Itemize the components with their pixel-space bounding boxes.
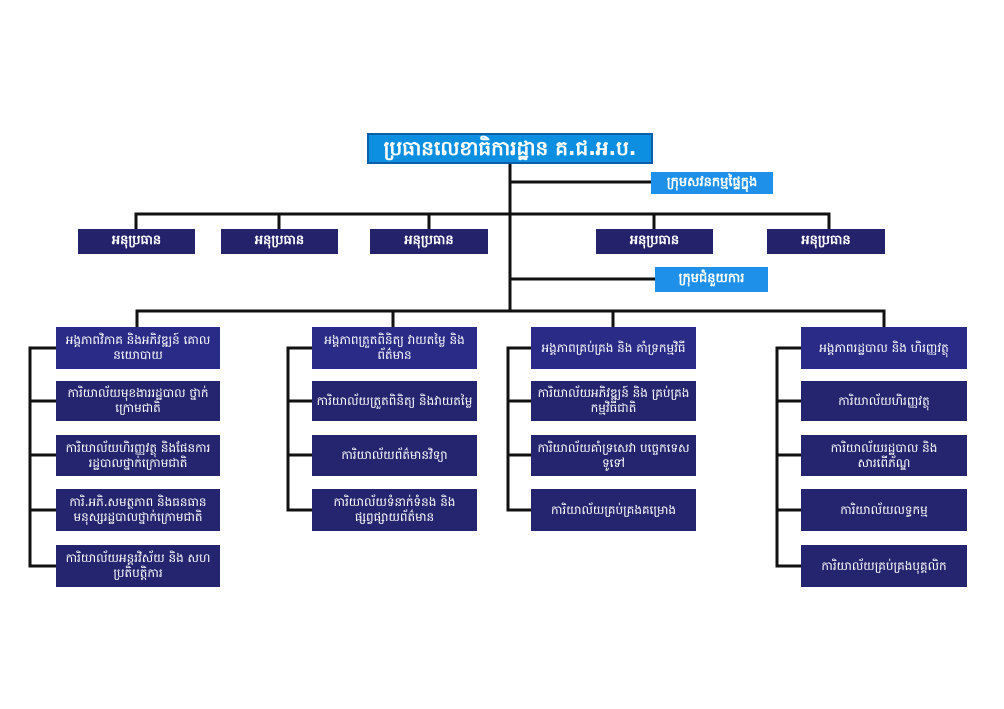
office-box: ការិយាល័យហិរញ្ញវត្ថុ និងផែនការ រដ្ឋបាលថ្…: [56, 435, 220, 476]
deputy-box: អនុប្រធាន: [78, 229, 195, 254]
deputy-box: អនុប្រធាន: [221, 229, 338, 254]
deputy-box: អនុប្រធាន: [596, 229, 713, 254]
advisors-box: ក្រុមជំនួយការ: [655, 267, 768, 292]
office-box: ការិយាល័យគ្រប់គ្រងបុគ្គលិក: [801, 545, 967, 587]
office-box: ការិយាល័យត្រួតពិនិត្យ និងវាយតម្លៃ: [312, 381, 477, 421]
office-box: ការិយាល័យទំនាក់ទំនង និងផ្សព្វផ្សាយព័ត៌មា…: [312, 489, 477, 531]
department-box: អង្គភាពគ្រប់គ្រង និង គាំទ្រកម្មវិធី: [531, 327, 696, 369]
department-box: អង្គភាពវិភាគ និងអភិវឌ្ឍន៍ គោលនយោបាយ: [56, 327, 220, 369]
office-box: ការិយាល័យអភិវឌ្ឍន៍ និង គ្រប់គ្រងកម្មវិធី…: [531, 381, 696, 421]
office-box: ការិយាល័យមុខងាររដ្ឋបាល ថ្នាក់ក្រោមជាតិ: [56, 381, 220, 421]
office-box: ការិយាល័យអន្តរវិស័យ និង សហប្រតិបត្តិការ: [56, 545, 220, 587]
office-box: ការិយាល័យហិរញ្ញវត្ថុ: [801, 381, 967, 421]
office-box: ការិយាល័យព័ត៌មានវិទ្យា: [312, 435, 477, 476]
department-box: អង្គភាពត្រួតពិនិត្យ វាយតម្លៃ និងព័ត៌មាន: [312, 327, 477, 369]
internal-audit-box: ក្រុមសវនកម្មផ្ទៃក្នុង: [651, 172, 773, 194]
deputy-box: អនុប្រធាន: [370, 229, 488, 254]
office-box: ការិ.អភិ.សមត្ថភាព និងធនធាន មនុស្សរដ្ឋបាល…: [56, 489, 220, 531]
office-box: ការិយាល័យគ្រប់គ្រងគម្រោង: [531, 489, 696, 531]
office-box: ការិយាល័យរដ្ឋបាល និង សារពើភ័ណ្ឌ: [801, 435, 967, 476]
office-box: ការិយាល័យគាំទ្រសេវា បច្ចេកទេសទូទៅ: [531, 435, 696, 476]
deputy-box: អនុប្រធាន: [767, 229, 885, 254]
office-box: ការិយាល័យលទ្ធកម្ម: [801, 489, 967, 531]
head-box: ប្រធានលេខាធិការដ្ឋាន គ.ជ.អ.ប.: [367, 133, 653, 164]
department-box: អង្គភាពរដ្ឋបាល និង ហិរញ្ញវត្ថុ: [801, 327, 967, 369]
